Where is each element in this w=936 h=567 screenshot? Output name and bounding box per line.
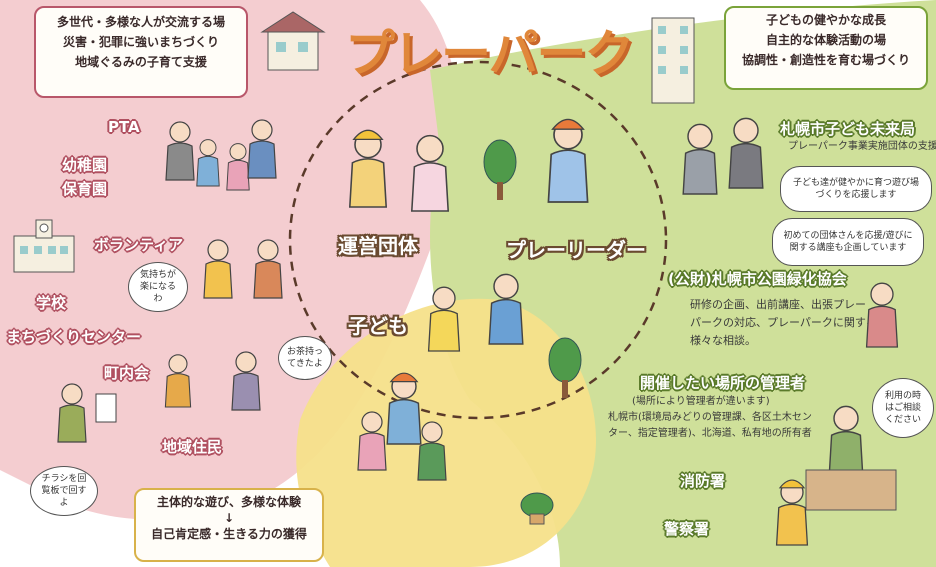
child-benefits-box: 子どもの健やかな成長 自主的な体験活動の場 協調性・創造性を育む場づくり [724, 6, 928, 90]
speech-text: 子ども達が健やかに育つ遊び場づくりを応援します [792, 178, 919, 200]
label-kindergarten: 幼稚園 [62, 156, 108, 174]
label-machizukuri-center: まちづくりセンター [6, 328, 142, 346]
growth-line: 主体的な遊び、多様な体験 [156, 495, 301, 509]
label-police-station: 警察署 [664, 520, 710, 538]
benefit-line: 子どもの健やかな成長 [765, 13, 886, 27]
association-staff-figure [865, 282, 899, 348]
speech-text: チラシを回覧板で回すよ [41, 474, 87, 508]
benefit-line: 地域ぐるみの子育て支援 [75, 55, 207, 69]
playleader-figure [547, 118, 589, 203]
speech-text: 初めての団体さんを応援/遊びに関する講座も企画しています [783, 231, 913, 253]
city-staff-figure [682, 123, 718, 195]
speech-text: 気持ちが楽になるわ [139, 270, 176, 304]
speech-text: 利用の時はご相談ください [884, 391, 921, 425]
playpark-circle [288, 60, 668, 420]
speech-bubble: 気持ちが楽になるわ [128, 262, 188, 312]
bush-icon [520, 492, 554, 525]
child-figure [488, 273, 524, 345]
label-school: 学校 [36, 294, 67, 312]
label-playleader: プレーリーダー [506, 238, 646, 262]
label-chonaikai: 町内会 [104, 364, 150, 382]
visitor-figure [775, 479, 809, 546]
benefit-line: 協調性・創造性を育む場づくり [741, 53, 910, 67]
speech-bubble: チラシを回覧板で回すよ [30, 466, 98, 516]
desc-line: 様々な相談。 [690, 334, 756, 347]
tree-icon [483, 139, 517, 200]
speech-bubble: 初めての団体さんを応援/遊びに関する講座も企画しています [772, 218, 924, 266]
label-nursery: 保育園 [62, 180, 108, 198]
label-fire-station: 消防署 [680, 472, 726, 490]
site-manager-desc: (場所により管理者が違います) 札幌市(環境局みどりの管理課、各区土木セン ター… [608, 394, 812, 442]
label-operator: 運営団体 [338, 234, 418, 258]
growth-arrow: ↓ [223, 511, 235, 525]
benefit-line: 災害・犯罪に強いまちづくり [62, 35, 219, 49]
growth-box: 主体的な遊び、多様な体験 ↓ 自己肯定感・生きる力の獲得 [134, 488, 324, 562]
speech-text: お茶持ってきたよ [286, 347, 323, 369]
benefit-line: 多世代・多様な人が交流する場 [56, 15, 225, 29]
label-children: 子ども [348, 314, 408, 338]
speech-bubble: 利用の時はご相談ください [872, 378, 934, 438]
children-area [296, 298, 596, 567]
school-building-icon [13, 219, 75, 273]
park-association-desc: 研修の企画、出前講座、出張プレー パークの対応、プレーパークに関する 様々な相談… [690, 296, 877, 350]
operator-figure [411, 134, 449, 212]
desc-line: (場所により管理者が違います) [632, 396, 770, 407]
desc-line: 研修の企画、出前講座、出張プレー [690, 298, 866, 311]
speech-bubble: 子ども達が健やかに育つ遊び場づくりを応援します [780, 166, 932, 212]
child-figure [417, 421, 447, 481]
house-icon [260, 11, 326, 71]
elder-with-board-figure [57, 383, 117, 443]
child-figure [427, 286, 461, 352]
family-group-figure [165, 119, 277, 191]
desc-line: パークの対応、プレーパークに関する [690, 316, 877, 329]
apartment-icon [651, 17, 695, 104]
city-bureau-subtitle: プレーパーク事業実施団体の支援 [788, 141, 936, 152]
label-park-association: (公財)札幌市公園緑化協会 [668, 270, 847, 288]
label-site-manager: 開催したい場所の管理者 [640, 374, 806, 392]
operator-figure [349, 129, 387, 208]
label-pta: PTA [108, 118, 140, 136]
label-volunteer: ボランティア [94, 236, 184, 254]
label-city-bureau: 札幌市子ども未来局 [780, 120, 916, 138]
volunteer-figure [203, 239, 283, 299]
child-figure [357, 411, 387, 471]
benefit-line: 自主的な体験活動の場 [765, 33, 886, 47]
label-residents: 地域住民 [162, 438, 223, 456]
desc-line: ター、指定管理者)、北海道、私有地の所有者 [608, 428, 812, 439]
desk [805, 469, 897, 511]
playleader-with-kids-figure [386, 372, 422, 445]
neighbor-figure [164, 351, 261, 411]
speech-bubble: お茶持ってきたよ [278, 336, 332, 380]
page-title: プレーパーク [345, 25, 634, 83]
desc-line: 札幌市(環境局みどりの管理課、各区土木セン [608, 412, 812, 423]
tree-icon [548, 337, 582, 398]
growth-line: 自己肯定感・生きる力の獲得 [151, 527, 307, 541]
site-manager-figure [828, 405, 864, 477]
city-staff-figure [728, 117, 764, 189]
community-benefits-box: 多世代・多様な人が交流する場 災害・犯罪に強いまちづくり 地域ぐるみの子育て支援 [34, 6, 248, 98]
